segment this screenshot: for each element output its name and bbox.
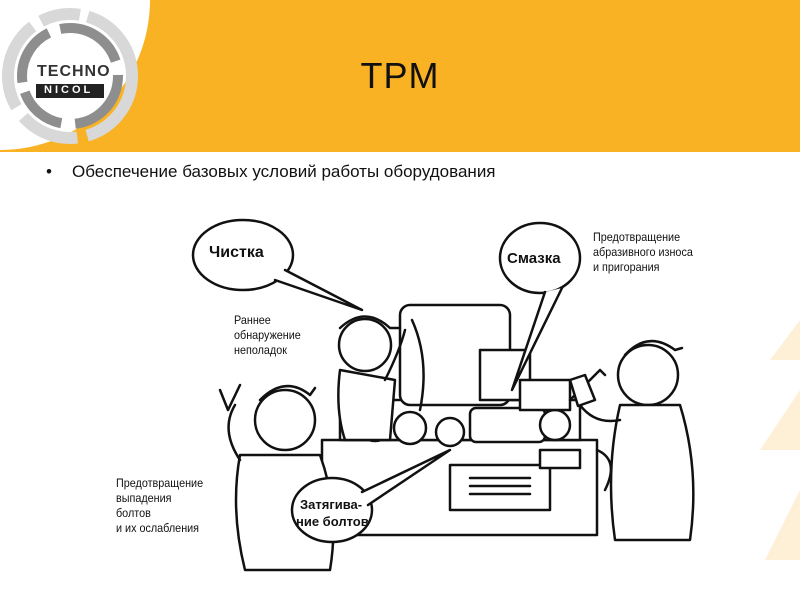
bubble-cleaning: [191, 218, 295, 292]
logo: TECHNO NICOL: [0, 0, 170, 152]
bubble-tightening-text-2: ние болтов: [296, 514, 369, 529]
bullet-dot: •: [46, 162, 52, 181]
logo-text-nicol: NICOL: [44, 84, 94, 96]
bubble-tightening: [290, 476, 374, 544]
note-early-detection: Раннее обнаружение неполадок: [234, 313, 301, 357]
bullet-item: • Обеспечение базовых условий работы обор…: [46, 162, 496, 182]
bubble-lubrication: [498, 221, 582, 295]
bubble-cleaning-text: Чистка: [209, 244, 264, 261]
tpm-illustration: [191, 218, 695, 572]
bubble-tightening-text-1: Затягива-: [300, 497, 363, 512]
bubble-lubrication-text: Смазка: [507, 250, 561, 267]
bullet-text: Обеспечение базовых условий работы обору…: [72, 162, 496, 181]
logo-text-techno: TECHNO: [37, 63, 111, 80]
slide-title: TPM: [360, 55, 440, 96]
note-abrasion: Предотвращение абразивного износа и приг…: [593, 230, 693, 274]
decorative-stripes: [760, 320, 800, 560]
note-bolts: Предотвращение выпадения болтов и их осл…: [116, 476, 204, 535]
